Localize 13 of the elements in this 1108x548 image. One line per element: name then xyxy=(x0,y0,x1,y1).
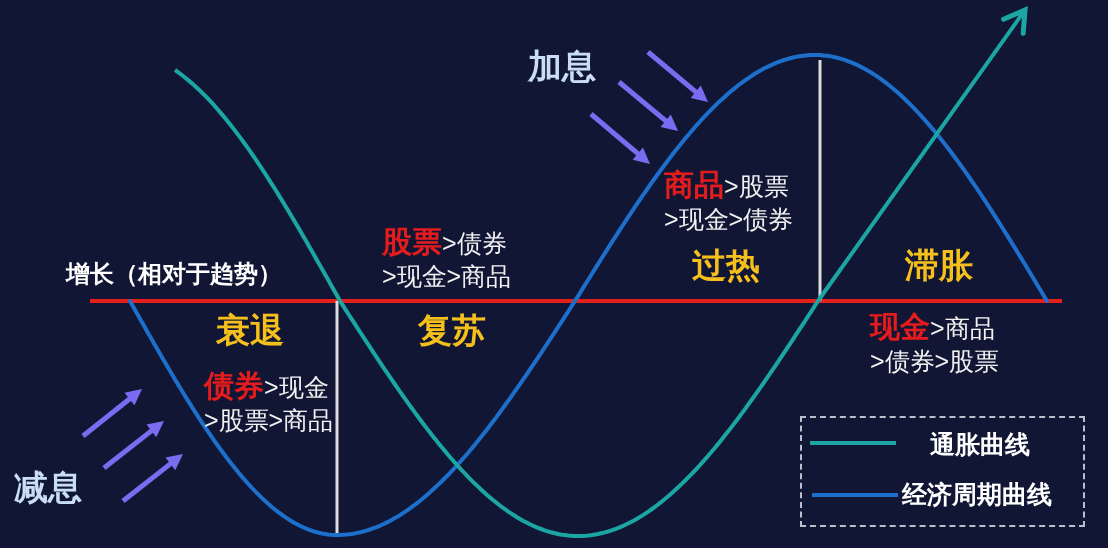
axis-label: 增长（相对于趋势） xyxy=(66,259,282,289)
phase-label: 衰退 xyxy=(216,310,284,350)
rate-label: 加息 xyxy=(528,46,596,86)
phase-label: 滞胀 xyxy=(905,245,973,285)
asset-ranking-text: 债券>现金>股票>商品 xyxy=(204,369,335,436)
asset-ranking-text: 商品>股票>现金>债券 xyxy=(664,168,795,235)
phase-label: 复苏 xyxy=(418,310,486,350)
phase-label: 过热 xyxy=(692,245,760,285)
asset-ranking-text: 现金>商品>债券>股票 xyxy=(870,310,1001,377)
asset-ranking-text: 股票>债券>现金>商品 xyxy=(382,225,513,292)
legend-label: 经济周期曲线 xyxy=(902,479,1052,510)
legend-label: 通胀曲线 xyxy=(930,429,1030,460)
rate-label: 减息 xyxy=(14,467,82,507)
